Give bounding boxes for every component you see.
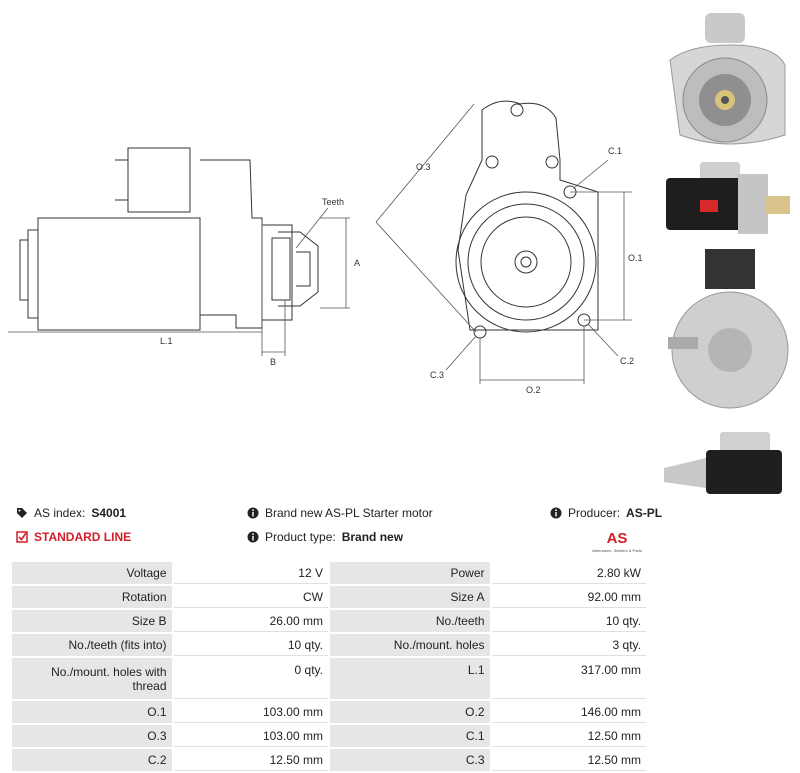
table-row: Size B 26.00 mm No./teeth 10 qty.: [12, 610, 646, 632]
spec-label: C.1: [329, 725, 490, 747]
description-row: Brand new AS-PL Starter motor: [247, 506, 433, 520]
flange-outline: [457, 100, 599, 331]
table-row: Voltage 12 V Power 2.80 kW: [12, 562, 646, 584]
info-circle-icon: [247, 507, 259, 519]
table-row: Rotation CW Size A 92.00 mm: [12, 586, 646, 608]
spec-label: No./mount. holes: [329, 634, 490, 656]
label-b: B: [270, 357, 276, 367]
spec-value: 317.00 mm: [491, 658, 646, 699]
label-c1: C.1: [608, 146, 622, 156]
spec-label: O.2: [329, 701, 490, 723]
label-o2: O.2: [526, 385, 541, 395]
spec-value: 10 qty.: [173, 634, 328, 656]
spec-value: 0 qty.: [173, 658, 328, 699]
product-type-row: Product type: Brand new: [247, 530, 403, 544]
logo-subtitle: Alternators, Starters & Parts: [592, 548, 642, 553]
spec-label: O.1: [12, 701, 172, 723]
table-row: No./mount. holes with thread 0 qty. L.1 …: [12, 658, 646, 699]
photo-rear[interactable]: [660, 245, 800, 420]
spec-label: No./mount. holes with thread: [12, 658, 172, 699]
producer-row: Producer: AS-PL: [550, 506, 662, 520]
spec-value: CW: [173, 586, 328, 608]
spec-value: 92.00 mm: [491, 586, 646, 608]
spec-value: 3 qty.: [491, 634, 646, 656]
spec-label: Rotation: [12, 586, 172, 608]
specs-table: Voltage 12 V Power 2.80 kW Rotation CW S…: [10, 560, 648, 773]
standard-line-row: STANDARD LINE: [16, 530, 131, 544]
spec-label: C.3: [329, 749, 490, 771]
product-type-value: Brand new: [341, 530, 404, 544]
as-index-value: S4001: [91, 506, 127, 520]
label-o1: O.1: [628, 253, 643, 263]
standard-line-label: STANDARD LINE: [34, 530, 132, 544]
as-pl-logo: AS Alternators, Starters & Parts: [592, 530, 642, 553]
label-a: A: [354, 258, 360, 268]
solenoid-outline: [127, 147, 191, 213]
label-c3: C.3: [430, 370, 444, 380]
table-row: C.2 12.50 mm C.3 12.50 mm: [12, 749, 646, 771]
spec-value: 146.00 mm: [491, 701, 646, 723]
drawing-svg: Teeth A B L.1: [8, 100, 643, 395]
producer-label: Producer:: [568, 506, 621, 520]
as-index-label: AS index:: [34, 506, 86, 520]
spec-label: C.2: [12, 749, 172, 771]
label-l1: L.1: [160, 336, 173, 346]
spec-value: 26.00 mm: [173, 610, 328, 632]
info-circle-icon: [550, 507, 562, 519]
spec-label: Voltage: [12, 562, 172, 584]
product-photos: [660, 0, 800, 498]
table-row: O.1 103.00 mm O.2 146.00 mm: [12, 701, 646, 723]
spec-label: Size B: [12, 610, 172, 632]
motor-body-outline: [37, 217, 201, 331]
spec-label: No./teeth (fits into): [12, 634, 172, 656]
spec-label: No./teeth: [329, 610, 490, 632]
as-index-row: AS index: S4001: [16, 506, 126, 520]
spec-value: 10 qty.: [491, 610, 646, 632]
checkbox-check-icon: [16, 531, 28, 543]
spec-value: 12.50 mm: [173, 749, 328, 771]
table-row: O.3 103.00 mm C.1 12.50 mm: [12, 725, 646, 747]
label-teeth: Teeth: [322, 197, 344, 207]
photo-side[interactable]: [660, 160, 800, 240]
logo-text: AS: [607, 530, 628, 547]
spec-value: 2.80 kW: [491, 562, 646, 584]
producer-value: AS-PL: [626, 506, 663, 520]
housing-circle: [455, 191, 597, 333]
spec-label: L.1: [329, 658, 490, 699]
photo-top[interactable]: [660, 428, 800, 498]
spec-value: 103.00 mm: [173, 725, 328, 747]
label-o3: O.3: [416, 162, 431, 172]
spec-value: 12.50 mm: [491, 749, 646, 771]
spec-label: Power: [329, 562, 490, 584]
technical-drawing: Teeth A B L.1: [0, 0, 660, 400]
spec-value: 12 V: [173, 562, 328, 584]
photo-front-flange[interactable]: [660, 5, 800, 155]
spec-value: 103.00 mm: [173, 701, 328, 723]
spec-label: Size A: [329, 586, 490, 608]
spec-value: 12.50 mm: [491, 725, 646, 747]
description-text: Brand new AS-PL Starter motor: [265, 506, 433, 520]
info-circle-icon: [247, 531, 259, 543]
label-c2: C.2: [620, 356, 634, 366]
product-type-label: Product type:: [265, 530, 336, 544]
dimension-o3-line: [375, 103, 475, 223]
tag-icon: [17, 508, 27, 518]
spec-label: O.3: [12, 725, 172, 747]
product-info: AS index: S4001 STANDARD LINE Brand new …: [0, 500, 800, 556]
table-row: No./teeth (fits into) 10 qty. No./mount.…: [12, 634, 646, 656]
